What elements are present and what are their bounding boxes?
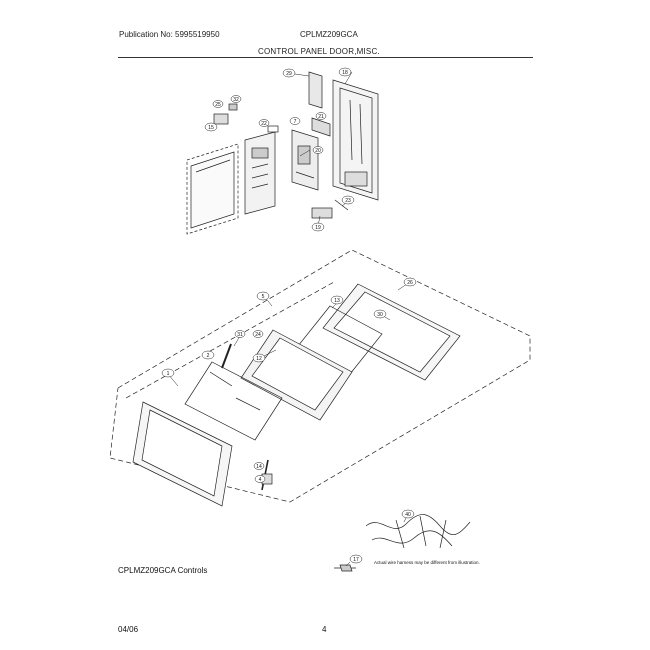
- diagram-caption: CPLMZ209GCA Controls: [118, 566, 208, 575]
- door-screen: [184, 361, 283, 441]
- callout-marker: [256, 291, 270, 301]
- section-title: CONTROL PANEL DOOR,MISC.: [258, 47, 380, 56]
- callout-marker: [234, 330, 246, 338]
- door-choke-frame: [240, 329, 353, 421]
- callout-label: 14: [256, 464, 262, 470]
- callout-marker: [330, 295, 344, 305]
- publication-number: Publication No: 5995519950: [119, 30, 220, 39]
- callout-label: 40: [405, 512, 411, 518]
- callout-label: 20: [315, 148, 321, 154]
- wiring-note: Actual wire harness may be different fro…: [374, 560, 480, 565]
- faceplate-right: [244, 131, 276, 215]
- callout-label: 29: [286, 71, 292, 77]
- callout-label: 5: [262, 294, 265, 300]
- callout-marker: [252, 330, 264, 338]
- callout-label: 7: [294, 119, 297, 125]
- callout-label: 18: [342, 70, 348, 76]
- callout-label: 25: [215, 102, 221, 108]
- callout-label: 30: [377, 312, 383, 318]
- callout-marker: [338, 67, 352, 77]
- callout-marker: [315, 112, 327, 120]
- bracket-part: [311, 117, 331, 137]
- publication-date: 04/06: [118, 625, 139, 634]
- callout-marker: [349, 554, 363, 564]
- callout-label: 23: [345, 198, 351, 204]
- callout-marker: [253, 462, 265, 470]
- wire-harness: [334, 514, 471, 572]
- callout-marker: [401, 509, 415, 519]
- model-number: CPLMZ209GCA: [300, 30, 358, 39]
- callout-marker: [201, 350, 215, 360]
- callout-marker: [252, 353, 266, 363]
- door-front-panel: [132, 401, 233, 507]
- callout-label: 26: [407, 280, 413, 286]
- callout-marker: [341, 195, 355, 205]
- callout-label: 13: [334, 298, 340, 304]
- callout-label: 19: [315, 225, 321, 231]
- callout-marker: [230, 95, 242, 103]
- callout-label: 17: [353, 557, 359, 563]
- callout-marker: [282, 68, 296, 78]
- page-number: 4: [322, 625, 327, 634]
- callout-marker: [258, 119, 270, 127]
- callout-marker: [212, 100, 224, 108]
- callout-markers: [161, 67, 417, 564]
- small-parts: [213, 103, 349, 219]
- callout-marker: [289, 117, 301, 125]
- callout-marker: [311, 222, 325, 232]
- callout-label: 21: [318, 114, 324, 120]
- callout-marker: [312, 146, 324, 154]
- callout-marker: [373, 309, 387, 319]
- header-rule: [118, 57, 533, 58]
- callout-label: 12: [256, 356, 262, 362]
- control-pad: [308, 71, 323, 109]
- callout-label: 4: [259, 477, 262, 483]
- door-hinge-strip: [221, 343, 232, 369]
- callout-label: 2: [207, 353, 210, 359]
- callout-marker: [204, 122, 218, 132]
- callout-label: 1: [167, 371, 170, 377]
- callout-label: 15: [208, 125, 214, 131]
- control-panel-frame: [332, 79, 379, 201]
- callout-marker: [403, 277, 417, 287]
- faceplate-left: [186, 143, 239, 235]
- callout-marker: [161, 368, 175, 378]
- callout-label: 22: [261, 121, 267, 127]
- callout-label: 32: [233, 97, 239, 103]
- door-outer-frame: [322, 283, 461, 381]
- callout-marker: [254, 475, 266, 483]
- callout-label: 31: [237, 332, 243, 338]
- control-panel-board: [291, 129, 319, 191]
- callout-label: 24: [255, 332, 261, 338]
